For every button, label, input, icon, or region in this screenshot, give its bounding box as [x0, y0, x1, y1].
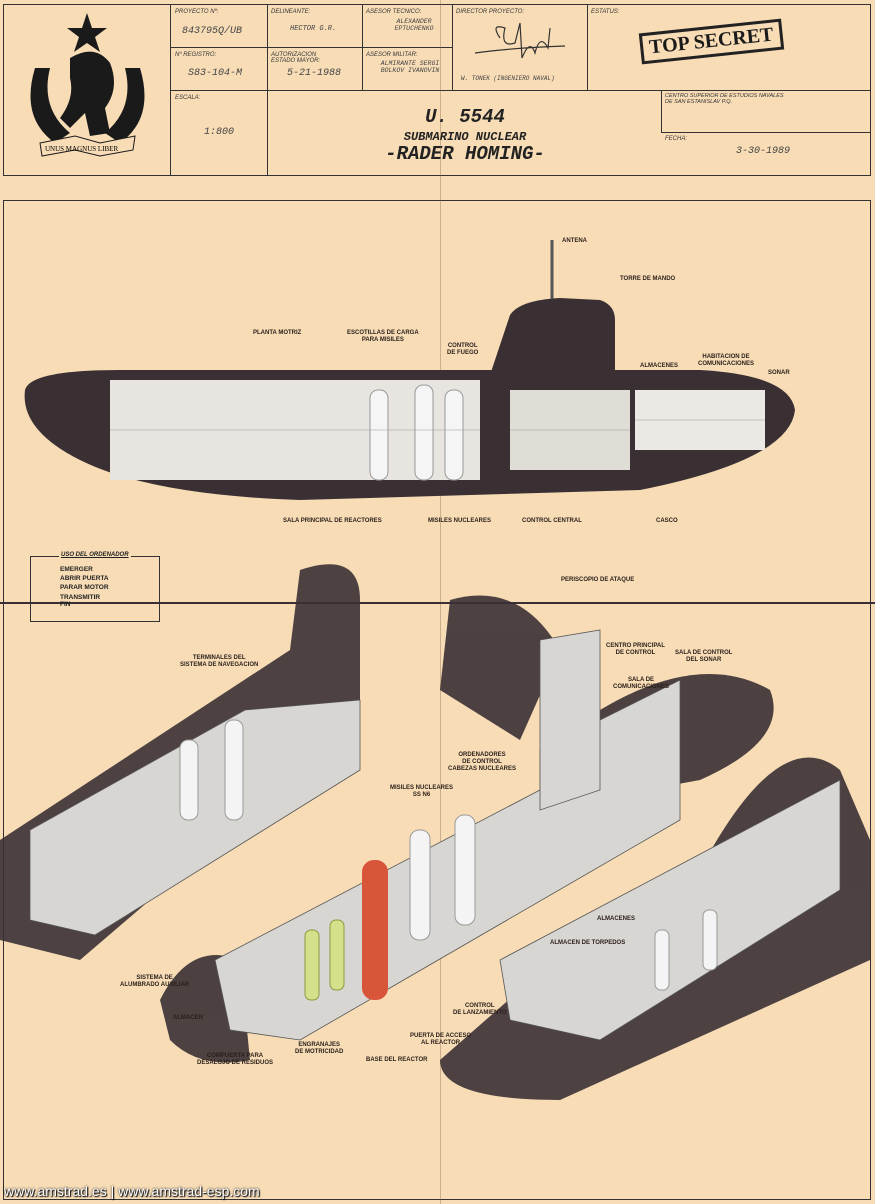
estatus-label: ESTATUS:	[591, 9, 620, 15]
label-antena: ANTENA	[562, 238, 587, 244]
label-engranajes: ENGRANAJES DE MOTRICIDAD	[295, 1042, 344, 1055]
fold-line-horizontal	[0, 602, 875, 604]
label-almacen-torpedos: ALMACEN DE TORPEDOS	[550, 940, 626, 946]
label-control-de-fuego: CONTROL DE FUEGO	[447, 343, 479, 356]
label-compuerta-residuos: COMPUERTA PARA DESALOJO DE RESIDUOS	[197, 1053, 274, 1066]
label-control-sonar: SALA DE CONTROL DEL SONAR	[675, 650, 733, 663]
label-periscopio: PERISCOPIO DE ATAQUE	[561, 577, 635, 583]
label-centro-principal: CENTRO PRINCIPAL DE CONTROL	[606, 643, 665, 656]
label-control-central: CONTROL CENTRAL	[522, 518, 582, 524]
registro-label: Nº REGISTRO:	[175, 52, 217, 58]
label-casco: CASCO	[656, 518, 678, 524]
label-ordenadores-control: ORDENADORES DE CONTROL CABEZAS NUCLEARES	[448, 752, 517, 772]
label-puerta-reactor: PUERTA DE ACCESO AL REACTOR	[410, 1033, 472, 1046]
menu-item-abrir-puerta[interactable]: ABRIR PUERTA	[60, 575, 109, 582]
logo-emblem: UNUS MAGNUS LIBER	[30, 13, 145, 157]
menu-title: USO DEL ORDENADOR	[59, 552, 131, 558]
registro-value: S83-104-M	[188, 68, 243, 79]
label-control-lanzamiento: CONTROL DE LANZAMIENTO	[453, 1003, 507, 1016]
centro-text: CENTRO SUPERIOR DE ESTUDIOS NAVALES DE S…	[665, 93, 784, 105]
asesor-tecnico-label: ASESOR TECNICO:	[366, 9, 422, 15]
label-almacenes-top: ALMACENES	[640, 363, 679, 369]
menu-item-parar-motor[interactable]: PARAR MOTOR	[60, 584, 109, 591]
escala-label: ESCALA:	[175, 95, 201, 101]
label-torre-de-mando: TORRE DE MANDO	[620, 276, 676, 282]
director-value: W. TONEK (INGENIERO NAVAL)	[461, 75, 555, 82]
menu-item-fin[interactable]: FIN	[60, 601, 71, 608]
menu-item-emerger[interactable]: EMERGER	[60, 566, 93, 573]
director-label: DIRECTOR PROYECTO:	[456, 9, 525, 15]
label-escotillas: ESCOTILLAS DE CARGA PARA MISILES	[347, 330, 419, 343]
label-sala-reactores: SALA PRINCIPAL DE REACTORES	[283, 518, 382, 524]
delineante-label: DELINEANTE:	[271, 9, 311, 15]
footer-watermark: www.amstrad.es | www.amstrad-esp.com	[4, 1183, 260, 1199]
label-planta-motriz: PLANTA MOTRIZ	[253, 330, 302, 336]
reactor-vessel	[362, 860, 388, 1000]
submarine-cutaway	[0, 564, 870, 1100]
label-almacen: ALMACEN	[173, 1015, 203, 1021]
delineante-value: HECTOR G.R.	[290, 25, 337, 33]
label-sala-comunicaciones: SALA DE COMUNICACIONES	[613, 677, 670, 690]
label-almacenes: ALMACENES	[597, 916, 636, 922]
label-misiles-nucleares: MISILES NUCLEARES	[428, 518, 492, 524]
asesor-militar-label: ASESOR MILITAR:	[366, 52, 418, 58]
fecha-value: 3-30-1989	[736, 146, 791, 157]
label-terminales-navegacion: TERMINALES DEL SISTEMA DE NAVEGACION	[180, 655, 259, 668]
label-base-reactor: BASE DEL REACTOR	[366, 1057, 428, 1063]
cell-escala	[170, 90, 268, 176]
cell-centro	[661, 90, 871, 133]
autorizacion-value: 5-21-1988	[287, 68, 342, 79]
escala-value: 1:800	[204, 127, 235, 138]
sub-name: -RADER HOMING-	[385, 143, 545, 165]
drawing-frame	[3, 200, 871, 1200]
sub-title: U. 5544	[425, 106, 505, 128]
label-alumbrado-auxiliar: SISTEMA DE ALUMBRADO AUXILIAR	[120, 975, 190, 988]
label-sonar: SONAR	[768, 370, 790, 376]
fecha-label: FECHA:	[665, 136, 688, 142]
signature	[474, 22, 566, 59]
sub-subtitle: SUBMARINO NUCLEAR	[403, 130, 527, 144]
menu-item-transmitir[interactable]: TRANSMITIR	[60, 594, 101, 601]
proyecto-label: PROYECTO Nº:	[175, 9, 219, 15]
submarine-profile	[24, 240, 796, 500]
autorizacion-label: AUTORIZACION ESTADO MAYOR:	[271, 52, 321, 64]
proyecto-value: 843795Q/UB	[182, 26, 243, 37]
label-misiles-ss-n6: MISILES NUCLEARES SS N6	[390, 785, 454, 798]
asesor-tecnico-value: ALEXANDER EPTUCHENKO	[394, 18, 434, 32]
logo-motto: UNUS MAGNUS LIBER	[45, 145, 118, 153]
asesor-militar-value: ALMIRANTE SERGI BOLKOV IVANOVIN	[380, 60, 440, 74]
label-habitacion-comunicaciones: HABITACION DE COMUNICACIONES	[698, 354, 755, 367]
computer-commands-box: USO DEL ORDENADOR EMERGER ABRIR PUERTA P…	[30, 552, 160, 622]
